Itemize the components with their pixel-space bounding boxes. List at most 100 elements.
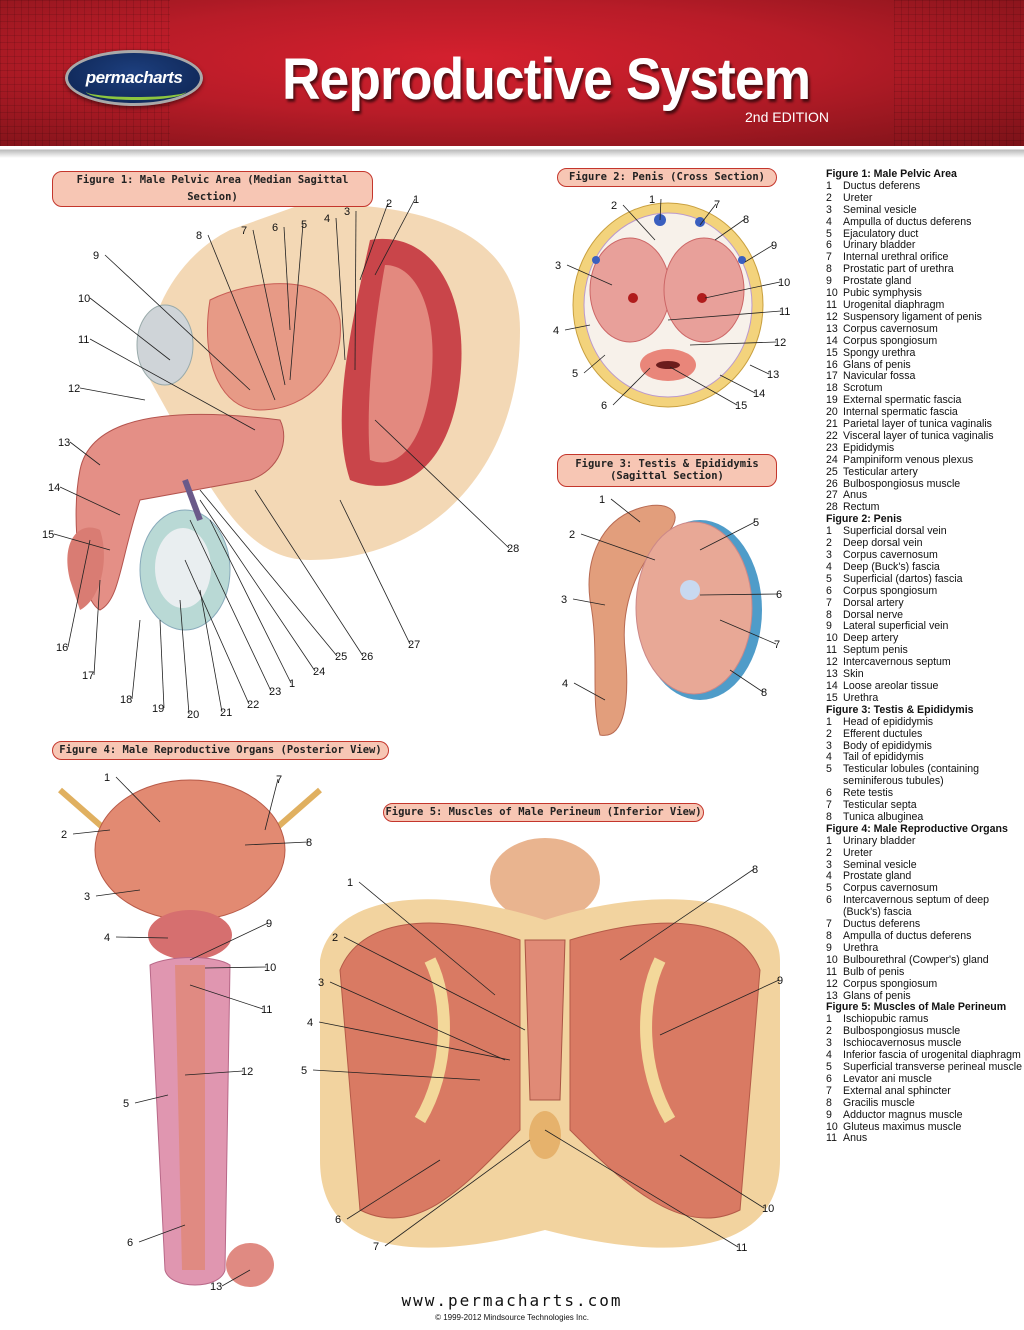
figure-2-title: Figure 2: Penis (Cross Section): [557, 168, 777, 187]
footer-url[interactable]: www.permacharts.com: [401, 1291, 623, 1310]
legend-number: 8: [826, 1096, 832, 1109]
legend-number: 13: [826, 322, 838, 335]
legend-label: Ischiopubic ramus: [843, 1013, 929, 1026]
leader-line: [374, 419, 510, 549]
legend-label: Ampulla of ductus deferens: [843, 215, 972, 228]
leader-line: [289, 223, 304, 381]
leader-line: [583, 354, 606, 374]
leader-line: [622, 204, 656, 241]
legend-label: Bulb of penis: [843, 965, 905, 978]
leader-line: [719, 619, 777, 645]
leader-line: [572, 598, 606, 606]
legend-number: 7: [826, 918, 832, 931]
figure-2-callout-number: 14: [753, 388, 765, 400]
legend-number: 1: [826, 715, 832, 728]
figure-1-callout-number: 28: [507, 543, 519, 555]
legend-label: Parietal layer of tunica vaginalis: [843, 418, 992, 431]
leader-line: [252, 229, 286, 386]
figure-3-callout-number: 5: [753, 517, 759, 529]
legend-label: Deep dorsal vein: [843, 537, 923, 550]
legend-number: 12: [826, 977, 838, 990]
legend-label: Corpus cavernosum: [843, 882, 938, 895]
legend-number: 4: [826, 870, 832, 883]
legend-number: 20: [826, 406, 838, 419]
legend-label: Loose areolar tissue: [843, 679, 939, 692]
figure-1-callout-number: 16: [56, 642, 68, 654]
legend-number: 4: [826, 751, 832, 764]
legend-number: 12: [826, 310, 838, 323]
leader-line: [134, 1094, 169, 1104]
figure-1-callout-number: 13: [58, 437, 70, 449]
legend-item: 21 Parietal layer of tunica vaginalis: [826, 418, 1022, 431]
leader-line: [566, 264, 613, 286]
figure-5-callout-number: 11: [736, 1242, 747, 1254]
figure-2-callout-number: 11: [779, 306, 790, 318]
legend-label: Testicular septa: [843, 799, 917, 812]
leader-line: [329, 981, 506, 1061]
leader-line: [131, 619, 141, 700]
leader-line: [264, 778, 279, 831]
legend-number: 12: [826, 656, 838, 669]
figure-5-title: Figure 5: Muscles of Male Perineum (Infe…: [383, 803, 704, 822]
legend-number: 8: [826, 810, 832, 823]
legend-number: 9: [826, 1108, 832, 1121]
figure-3-callout-number: 6: [776, 589, 782, 601]
legend-label: Anus: [843, 1132, 868, 1145]
leader-line: [89, 297, 171, 361]
legend-label: Bulbospongiosus muscle: [843, 477, 961, 490]
legend-label: Deep (Buck's) fascia: [843, 560, 940, 573]
figure-1-callout-number: 21: [220, 707, 232, 719]
legend-number: 2: [826, 1025, 832, 1038]
legend-label: Adductor magnus muscle: [843, 1108, 963, 1121]
figure-1-callout-number: 10: [78, 293, 90, 305]
figure-5-callout-number: 3: [318, 977, 324, 989]
figure-5-callout-number: 6: [335, 1214, 341, 1226]
legend-label: Bulbourethral (Cowper's) gland: [843, 953, 989, 966]
legend-number: 7: [826, 251, 832, 264]
leader-line: [138, 1224, 186, 1243]
leader-line: [573, 682, 606, 701]
leader-line: [159, 619, 165, 709]
legend-number: 21: [826, 418, 838, 431]
legend-number: 8: [826, 263, 832, 276]
banner-pattern: [894, 0, 1024, 146]
legend-number: 6: [826, 584, 832, 597]
permacharts-logo: permacharts: [65, 50, 203, 106]
leader-line: [359, 202, 389, 281]
legend-label: Inferior fascia of urogenital diaphragm: [843, 1049, 1021, 1062]
legend-label: Ejaculatory duct: [843, 227, 919, 240]
legend-heading: Figure 4: Male Reproductive Organs: [826, 822, 1008, 835]
legend-label: Dorsal artery: [843, 596, 904, 609]
legend-item: 11 Bulb of penis: [826, 965, 1022, 979]
figure-5-callout-number: 1: [347, 877, 353, 889]
legend-number: 10: [826, 1120, 838, 1133]
legend-label: Deep artery: [843, 632, 899, 645]
leader-line: [93, 579, 101, 676]
figure-4-illustration: [58, 779, 322, 1287]
figure-2-callout-number: 9: [771, 240, 777, 252]
leader-line: [335, 217, 346, 361]
figure-4-callout-number: 5: [123, 1098, 129, 1110]
legend-number: 25: [826, 465, 838, 478]
legend-label: Superficial (dartos) fascia: [843, 572, 963, 585]
legend-number: 11: [826, 965, 837, 978]
figure-3-illustration: [588, 504, 762, 736]
legend-number: 3: [826, 739, 832, 752]
